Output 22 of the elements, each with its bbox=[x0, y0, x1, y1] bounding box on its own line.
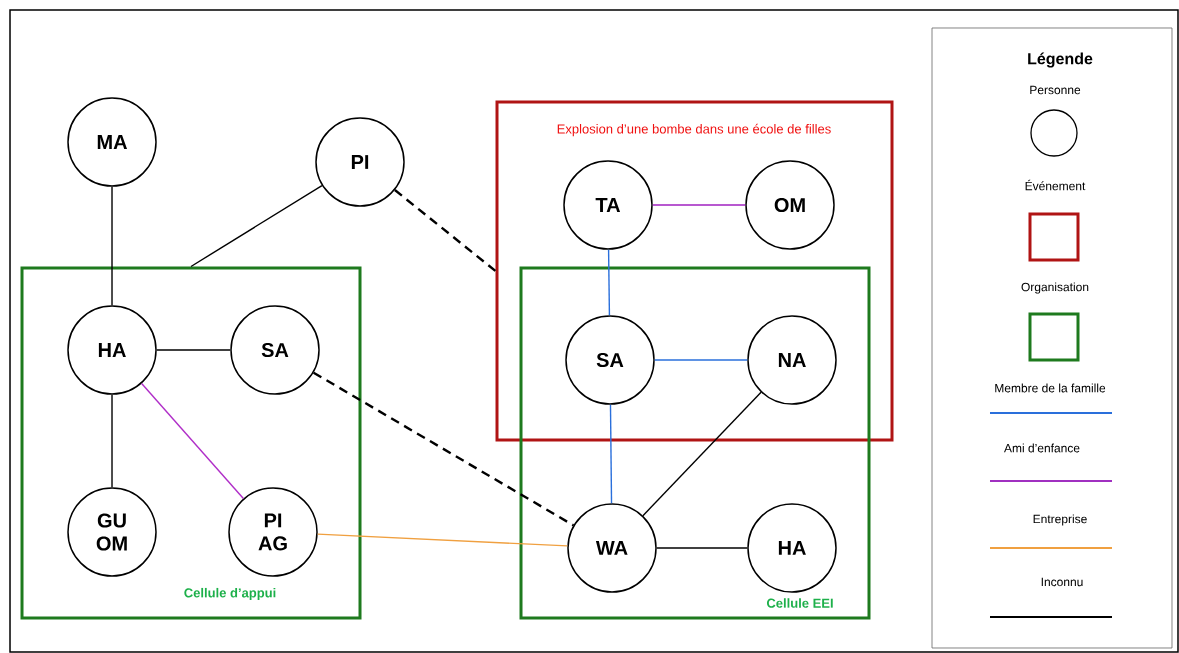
legend-text: Organisation bbox=[1021, 282, 1089, 294]
legend-text: Ami d’enfance bbox=[1004, 443, 1080, 453]
connector-line bbox=[317, 533, 568, 547]
connector-line bbox=[656, 547, 748, 549]
connector-line bbox=[313, 371, 575, 527]
legend-text: Entreprise bbox=[1033, 514, 1087, 526]
legend-text: Membre de la famille bbox=[995, 383, 1106, 393]
connector-line bbox=[190, 184, 323, 268]
connector-line bbox=[642, 391, 762, 517]
connector-line bbox=[394, 189, 497, 272]
connector-line bbox=[156, 349, 231, 351]
legend-title: Légende bbox=[1028, 52, 1093, 68]
connector-line bbox=[140, 382, 245, 500]
connector-line bbox=[111, 394, 113, 488]
legend-text: Personne bbox=[1030, 85, 1081, 95]
connector-line bbox=[607, 249, 611, 316]
legend-text: Inconnu bbox=[1041, 577, 1083, 587]
connector-line bbox=[609, 404, 613, 504]
connector-line bbox=[654, 359, 748, 361]
connector-line bbox=[111, 186, 113, 306]
connector-line bbox=[652, 204, 746, 206]
legend-text: Événement bbox=[1025, 179, 1086, 191]
